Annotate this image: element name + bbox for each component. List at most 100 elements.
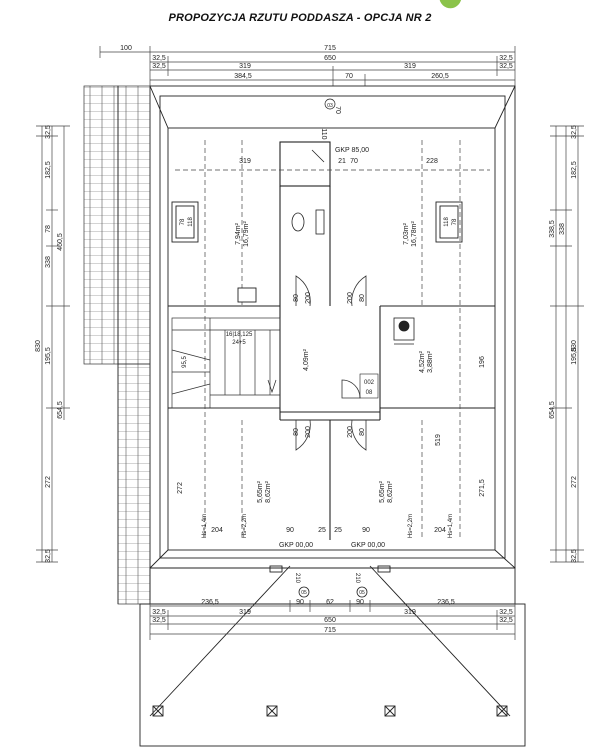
door-br-200: 200 bbox=[347, 426, 354, 438]
room-bl-area-2: 5,65m² bbox=[257, 480, 264, 502]
room-br-area: 8,62m² bbox=[387, 480, 394, 502]
room-left-area: 16,79m² bbox=[243, 220, 250, 246]
bottom-dimension-text: 236,5 90 62 90 236,5 32,5 319 319 32,5 3… bbox=[152, 599, 513, 634]
dim-right-182-5: 182,5 bbox=[571, 161, 578, 179]
top-dimension-text: 100 715 32,5 650 32,5 32,5 319 319 32,5 … bbox=[120, 45, 513, 80]
dim-left-32-5-a: 32,5 bbox=[45, 125, 52, 139]
dim-left-272: 272 bbox=[45, 476, 52, 488]
dim-204-right: 204 bbox=[434, 527, 446, 534]
height-left-1: Hs=1,4m bbox=[202, 514, 208, 538]
door-bl-200: 200 bbox=[305, 426, 312, 438]
dim-519: 519 bbox=[435, 434, 442, 446]
drawing-title: PROPOZYCJA RZUTU PODDASZA - OPCJA NR 2 bbox=[168, 12, 432, 24]
dim-271-5: 271,5 bbox=[479, 479, 486, 497]
dim-right-338-5: 338,5 bbox=[549, 220, 556, 238]
skylight-right-78: 78 bbox=[452, 218, 458, 225]
dim-bottom-32-5-d: 32,5 bbox=[499, 617, 513, 624]
toilet-icon bbox=[291, 212, 305, 232]
top-window-70: 70 bbox=[334, 106, 341, 114]
bottom-window-left-210: 210 bbox=[294, 573, 300, 584]
right-dimensions bbox=[550, 125, 584, 563]
room-br-area-2: 5,65m² bbox=[379, 480, 386, 502]
small-box bbox=[237, 287, 257, 303]
dim-90-left: 90 bbox=[286, 527, 294, 534]
top-dimensions bbox=[99, 46, 516, 86]
dim-319: 319 bbox=[239, 158, 251, 165]
dim-top-100: 100 bbox=[120, 45, 132, 52]
room-right-area: 16,78m² bbox=[411, 220, 418, 246]
dim-left-830: 830 bbox=[35, 340, 42, 352]
bathroom-fixtures bbox=[291, 149, 325, 235]
dim-bottom-715: 715 bbox=[324, 627, 336, 634]
staircase bbox=[171, 317, 281, 409]
dim-top-70: 70 bbox=[345, 73, 353, 80]
stair-note-2: 24+5 bbox=[232, 340, 246, 346]
door-left-80: 80 bbox=[293, 294, 300, 302]
roof-tile-strip-upper-b bbox=[117, 85, 151, 365]
dim-left-78: 78 bbox=[45, 225, 52, 233]
left-dimension-text: 830 32,5 182,5 78 338 195,5 272 32,5 460… bbox=[35, 125, 64, 563]
stair-text: 16|18,125 24+5 95,5 bbox=[182, 332, 253, 368]
dim-bottom-62: 62 bbox=[326, 599, 334, 606]
door-bl-80: 80 bbox=[293, 428, 300, 436]
dim-left-460-5: 460,5 bbox=[57, 233, 64, 251]
dim-21: 21 bbox=[338, 158, 346, 165]
dim-right-654-5: 654,5 bbox=[549, 401, 556, 419]
door-text: 80 200 200 80 80 200 200 80 bbox=[293, 292, 366, 438]
dim-70: 70 bbox=[350, 158, 358, 165]
dim-top-384-5: 384,5 bbox=[234, 73, 252, 80]
dim-top-260-5: 260,5 bbox=[431, 73, 449, 80]
skylight-left bbox=[175, 205, 195, 239]
dim-bottom-32-5-c: 32,5 bbox=[152, 617, 166, 624]
room-mid-right-area: 3,88m² bbox=[427, 350, 434, 372]
dim-top-32-5-c: 32,5 bbox=[152, 63, 166, 70]
bath-code-2: 08 bbox=[366, 390, 373, 396]
dim-bottom-319-a: 319 bbox=[239, 609, 251, 616]
stove-icon bbox=[393, 317, 415, 345]
dim-bottom-319-b: 319 bbox=[404, 609, 416, 616]
dim-25-right: 25 bbox=[334, 527, 342, 534]
roof-tile-strip-lower bbox=[117, 363, 151, 605]
dim-top-715: 715 bbox=[324, 45, 336, 52]
hall-area: 4,09m² bbox=[303, 348, 310, 370]
dim-top-650: 650 bbox=[324, 55, 336, 62]
bottom-window-right-210: 210 bbox=[354, 573, 360, 584]
skylight-right-118: 118 bbox=[444, 217, 450, 227]
stair-dim: 95,5 bbox=[182, 356, 188, 368]
dim-bottom-32-5-b: 32,5 bbox=[499, 609, 513, 616]
dashed-lines bbox=[175, 140, 490, 540]
dim-25-left: 25 bbox=[318, 527, 326, 534]
bottom-window-left-05: 05 bbox=[301, 590, 307, 596]
dim-204-left: 204 bbox=[211, 527, 223, 534]
room-bl-area: 8,62m² bbox=[265, 480, 272, 502]
bath-code: 002 bbox=[364, 380, 375, 386]
height-left-2: Hs=2,2m bbox=[242, 514, 248, 538]
gkp-bottom-left: GKP 00,00 bbox=[279, 542, 313, 549]
stair-note: 16|18,125 bbox=[226, 332, 253, 338]
room-left-area-2: 7,94m² bbox=[235, 222, 242, 244]
roof-tile-strip-upper bbox=[83, 85, 119, 365]
dim-top-319-b: 319 bbox=[404, 63, 416, 70]
porch-roof bbox=[139, 565, 526, 747]
dim-right-830: 830 bbox=[571, 340, 578, 352]
bottom-dimensions bbox=[149, 600, 516, 640]
dim-bottom-32-5-a: 32,5 bbox=[152, 609, 166, 616]
right-dimension-text: 830 32,5 182,5 338 195,5 272 32,5 338,5 … bbox=[549, 125, 578, 563]
room-mid-right-area-2: 4,52m² bbox=[419, 350, 426, 372]
dim-top-32-5-d: 32,5 bbox=[499, 63, 513, 70]
bottom-windows bbox=[298, 586, 368, 598]
bottom-window-right-05: 05 bbox=[359, 590, 365, 596]
dim-272: 272 bbox=[177, 482, 184, 494]
door-br-80: 80 bbox=[359, 428, 366, 436]
dim-left-338: 338 bbox=[45, 256, 52, 268]
dim-right-32-5-a: 32,5 bbox=[571, 125, 578, 139]
left-dimensions bbox=[36, 125, 70, 563]
dim-228: 228 bbox=[426, 158, 438, 165]
dim-left-32-5-b: 32,5 bbox=[45, 549, 52, 563]
dim-196: 196 bbox=[479, 356, 486, 368]
dim-top-32-5-a: 32,5 bbox=[152, 55, 166, 62]
room-text: 110 70 03 GKP 85,00 319 21 70 228 16,79m… bbox=[177, 98, 486, 549]
dim-top-32-5-b: 32,5 bbox=[499, 55, 513, 62]
dim-bottom-236-5-b: 236,5 bbox=[437, 599, 455, 606]
